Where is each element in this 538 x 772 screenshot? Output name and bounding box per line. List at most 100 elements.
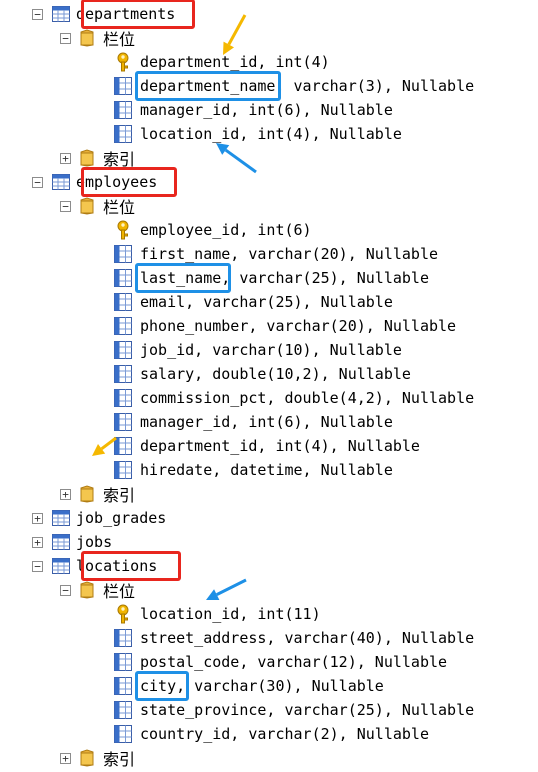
minus-box-icon: −	[62, 199, 69, 213]
folder-icon	[80, 581, 94, 599]
expand-toggle[interactable]: +	[60, 751, 71, 765]
node-label: employees	[76, 173, 158, 191]
node-label: manager_id, int(6), Nullable	[140, 413, 393, 431]
column-icon	[114, 653, 132, 671]
column-node[interactable]: state_province, varchar(25), Nullable	[114, 698, 474, 722]
table-node-jobs[interactable]: +jobs	[32, 530, 112, 554]
column-icon	[114, 317, 132, 335]
node-label: departments	[76, 5, 176, 23]
column-node[interactable]: postal_code, varchar(12), Nullable	[114, 650, 447, 674]
expand-toggle[interactable]: +	[32, 511, 43, 525]
minus-box-icon: −	[34, 7, 41, 21]
collapse-toggle[interactable]: −	[60, 583, 71, 597]
column-icon	[114, 341, 132, 359]
folder-node[interactable]: + 索引	[60, 146, 135, 170]
folder-icon	[80, 29, 94, 47]
column-icon	[114, 461, 132, 479]
key-icon	[114, 220, 132, 240]
column-node[interactable]: country_id, varchar(2), Nullable	[114, 722, 429, 746]
column-node[interactable]: commission_pct, double(4,2), Nullable	[114, 386, 474, 410]
node-label: city, varchar(30), Nullable	[140, 677, 384, 695]
collapse-toggle[interactable]: −	[60, 31, 71, 45]
node-label: email, varchar(25), Nullable	[140, 293, 393, 311]
column-icon	[114, 365, 132, 383]
node-label: last_name, varchar(25), Nullable	[140, 269, 429, 287]
highlight-city	[135, 671, 189, 701]
column-icon	[114, 77, 132, 95]
column-node[interactable]: last_name, varchar(25), Nullable	[114, 266, 429, 290]
folder-node[interactable]: −栏位	[60, 194, 135, 218]
folder-node[interactable]: − 栏位	[60, 26, 135, 50]
column-node[interactable]: department_id, int(4)	[114, 50, 330, 74]
column-node[interactable]: department_id, int(4), Nullable	[114, 434, 420, 458]
column-node[interactable]: location_id, int(11)	[114, 602, 321, 626]
node-label: employee_id, int(6)	[140, 221, 312, 239]
node-label: department_id, int(4)	[140, 53, 330, 71]
node-label: 索引	[103, 750, 136, 769]
node-label: commission_pct, double(4,2), Nullable	[140, 389, 475, 407]
column-icon	[114, 413, 132, 431]
node-label: location_id, int(4), Nullable	[140, 125, 402, 143]
column-node[interactable]: manager_id, int(6), Nullable	[114, 98, 393, 122]
node-label: hiredate, datetime, Nullable	[140, 461, 393, 479]
column-node[interactable]: hiredate, datetime, Nullable	[114, 458, 393, 482]
column-icon	[114, 437, 132, 455]
table-node-employees[interactable]: − employees	[32, 170, 157, 194]
collapse-toggle[interactable]: −	[32, 176, 43, 188]
column-node[interactable]: first_name, varchar(20), Nullable	[114, 242, 438, 266]
expand-toggle[interactable]: +	[60, 151, 71, 165]
column-node[interactable]: phone_number, varchar(20), Nullable	[114, 314, 456, 338]
column-node[interactable]: salary, double(10,2), Nullable	[114, 362, 411, 386]
column-node[interactable]: location_id, int(4), Nullable	[114, 122, 402, 146]
node-label: 索引	[103, 150, 136, 169]
plus-box-icon: +	[62, 751, 69, 765]
table-node-job_grades[interactable]: +job_grades	[32, 506, 166, 530]
minus-box-icon: −	[62, 583, 69, 597]
minus-box-icon: −	[62, 31, 69, 45]
collapse-toggle[interactable]: −	[32, 7, 43, 21]
expand-toggle[interactable]: +	[60, 488, 71, 500]
folder-icon	[80, 749, 94, 767]
collapse-toggle[interactable]: −	[60, 199, 71, 213]
column-icon	[114, 245, 132, 263]
column-icon	[114, 269, 132, 287]
column-node[interactable]: department_name, varchar(3), Nullable	[114, 74, 474, 98]
column-node[interactable]: job_id, varchar(10), Nullable	[114, 338, 402, 362]
highlight-department-name	[135, 71, 281, 101]
folder-node[interactable]: + 索引	[60, 746, 135, 770]
plus-box-icon: +	[62, 151, 69, 165]
node-label: 栏位	[103, 30, 136, 49]
column-icon	[114, 125, 132, 143]
folder-node[interactable]: −栏位	[60, 578, 135, 602]
column-icon	[114, 101, 132, 119]
column-node[interactable]: city, varchar(30), Nullable	[114, 674, 384, 698]
highlight-locations	[81, 551, 181, 581]
expand-toggle[interactable]: +	[32, 536, 43, 548]
highlight-last-name	[135, 263, 231, 293]
node-label: 索引	[103, 486, 136, 505]
folder-icon	[80, 197, 94, 215]
node-label: manager_id, int(6), Nullable	[140, 101, 393, 119]
column-icon	[114, 389, 132, 407]
plus-box-icon: +	[34, 511, 41, 525]
node-label: first_name, varchar(20), Nullable	[140, 245, 439, 263]
node-label: department_name, varchar(3), Nullable	[140, 77, 475, 95]
node-label: postal_code, varchar(12), Nullable	[140, 653, 448, 671]
highlight-departments	[81, 0, 195, 29]
table-grid-icon	[52, 6, 70, 22]
node-label: locations	[76, 557, 158, 575]
column-icon	[114, 677, 132, 695]
column-node[interactable]: street_address, varchar(40), Nullable	[114, 626, 474, 650]
folder-node[interactable]: + 索引	[60, 482, 135, 506]
column-node[interactable]: manager_id, int(6), Nullable	[114, 410, 393, 434]
column-node[interactable]: employee_id, int(6)	[114, 218, 312, 242]
column-icon	[114, 293, 132, 311]
collapse-toggle[interactable]: −	[32, 560, 43, 572]
column-node[interactable]: email, varchar(25), Nullable	[114, 290, 393, 314]
folder-icon	[80, 149, 94, 167]
table-node-locations[interactable]: − locations	[32, 554, 157, 578]
table-grid-icon	[52, 534, 70, 550]
table-node-departments[interactable]: − departments	[32, 2, 175, 26]
node-label: street_address, varchar(40), Nullable	[140, 629, 475, 647]
